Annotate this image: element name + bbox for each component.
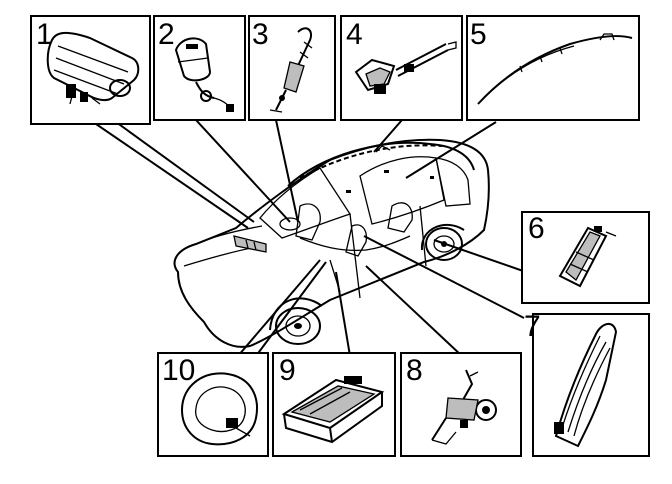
callout-number-9: 9: [279, 354, 296, 387]
srs-control-unit-icon: [281, 376, 385, 444]
callout-number-6: 6: [528, 212, 545, 245]
driver-airbag-module-icon: [180, 372, 258, 446]
callout-number-10: 10: [162, 354, 195, 387]
callout-box-5: 5: [466, 15, 640, 121]
callout-box-10: 10: [157, 352, 269, 457]
seat-belt-buckle-icon: [174, 37, 234, 112]
leader-lines: [95, 119, 527, 357]
inflatable-curtain-icon: [477, 33, 633, 105]
car-illustration: [173, 138, 490, 348]
callout-box-4: 4: [340, 15, 463, 121]
crash-sensor-icon: [354, 41, 457, 94]
callout-box-7: 7: [524, 310, 650, 457]
callout-box-8: 8: [400, 352, 522, 457]
callout-number-8: 8: [406, 354, 423, 387]
callout-number-1: 1: [36, 18, 53, 51]
callout-number-2: 2: [158, 18, 175, 51]
callout-box-1: 1: [30, 15, 151, 125]
callout-number-3: 3: [252, 18, 269, 51]
callout-number-4: 4: [346, 18, 363, 51]
front-wheel: [269, 297, 323, 345]
callout-box-2: 2: [153, 15, 246, 121]
belt-pretensioner-icon: [269, 27, 313, 113]
seat-belt-retractor-icon: [431, 369, 497, 445]
callout-number-7: 7: [524, 310, 541, 343]
callout-box-6: 6: [521, 211, 650, 304]
callout-box-9: 9: [272, 352, 396, 457]
passenger-airbag-module-icon: [46, 32, 140, 105]
side-impact-sensor-icon: [558, 226, 617, 288]
seat-side-airbag-icon: [554, 323, 618, 448]
callout-number-5: 5: [470, 18, 487, 51]
callout-box-3: 3: [248, 15, 336, 121]
